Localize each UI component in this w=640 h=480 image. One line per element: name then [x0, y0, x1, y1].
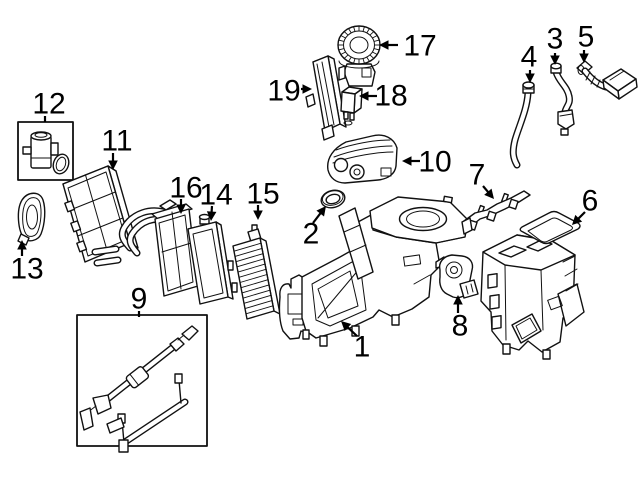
callout-arrowhead-15 — [253, 210, 263, 220]
flat-core-14-drawing — [187, 213, 234, 305]
callout-label-3: 3 — [547, 23, 564, 56]
drain-hose-3-drawing — [550, 62, 575, 136]
grommet-ring-drawing — [320, 189, 346, 209]
side-cover-drawing — [17, 192, 46, 246]
callout-arrowhead-10 — [402, 156, 412, 166]
callout-label-13: 13 — [10, 253, 43, 286]
expansion-valve-box-drawing — [17, 121, 74, 181]
callout-label-14: 14 — [199, 179, 232, 212]
callout-leader-2 — [312, 210, 323, 224]
callout-arrowhead-19 — [302, 84, 312, 94]
linkage-box-drawing — [76, 314, 208, 453]
blower-motor-drawing — [337, 25, 381, 87]
callout-label-12: 12 — [32, 88, 65, 121]
callout-label-17: 17 — [403, 30, 436, 63]
callout-arrowhead-18 — [359, 91, 369, 101]
drain-hose-4-drawing — [509, 81, 535, 169]
callout-label-11: 11 — [101, 125, 132, 158]
actuator-motor-drawing — [435, 254, 479, 299]
callout-arrowhead-8 — [453, 295, 463, 305]
callout-leader-14 — [210, 205, 214, 215]
callout-arrowhead-11 — [108, 160, 118, 170]
finned-core-15-drawing — [227, 224, 281, 320]
callout-label-10: 10 — [418, 146, 451, 179]
callout-label-5: 5 — [578, 21, 595, 54]
callout-arrowhead-14 — [206, 211, 217, 221]
callout-leader-6 — [576, 211, 586, 221]
callout-label-7: 7 — [469, 159, 486, 192]
vent-duct-5-drawing — [576, 60, 638, 100]
duct-bracket-drawing — [327, 134, 398, 184]
hvac-lower-housing-drawing — [278, 195, 469, 347]
callout-arrowhead-3 — [550, 55, 560, 65]
callout-label-18: 18 — [374, 80, 407, 113]
callout-label-9: 9 — [131, 283, 148, 316]
filter-strip-drawing — [305, 55, 347, 141]
callout-leader-1 — [345, 324, 358, 337]
heater-core-drawing — [151, 199, 199, 297]
callout-label-19: 19 — [267, 75, 300, 108]
callout-arrowhead-17 — [379, 40, 389, 50]
evaporator-pipes-drawing — [91, 245, 122, 267]
callout-label-8: 8 — [452, 310, 469, 343]
callout-arrowhead-4 — [525, 73, 535, 83]
callout-arrowhead-16 — [176, 204, 186, 214]
callout-label-6: 6 — [582, 185, 599, 218]
callout-leader-7 — [482, 185, 491, 195]
callout-arrowhead-5 — [579, 53, 589, 63]
blower-resistor-drawing — [340, 86, 363, 126]
callout-label-4: 4 — [521, 41, 538, 74]
mounting-bracket-drawing — [461, 190, 531, 235]
callout-label-2: 2 — [303, 218, 320, 251]
evaporator-core-drawing — [62, 165, 139, 263]
callout-label-1: 1 — [354, 331, 371, 364]
callout-arrowhead-13 — [17, 240, 27, 250]
callout-label-16: 16 — [169, 172, 202, 205]
callout-label-15: 15 — [246, 178, 279, 211]
hvac-rear-case-drawing — [480, 234, 585, 360]
